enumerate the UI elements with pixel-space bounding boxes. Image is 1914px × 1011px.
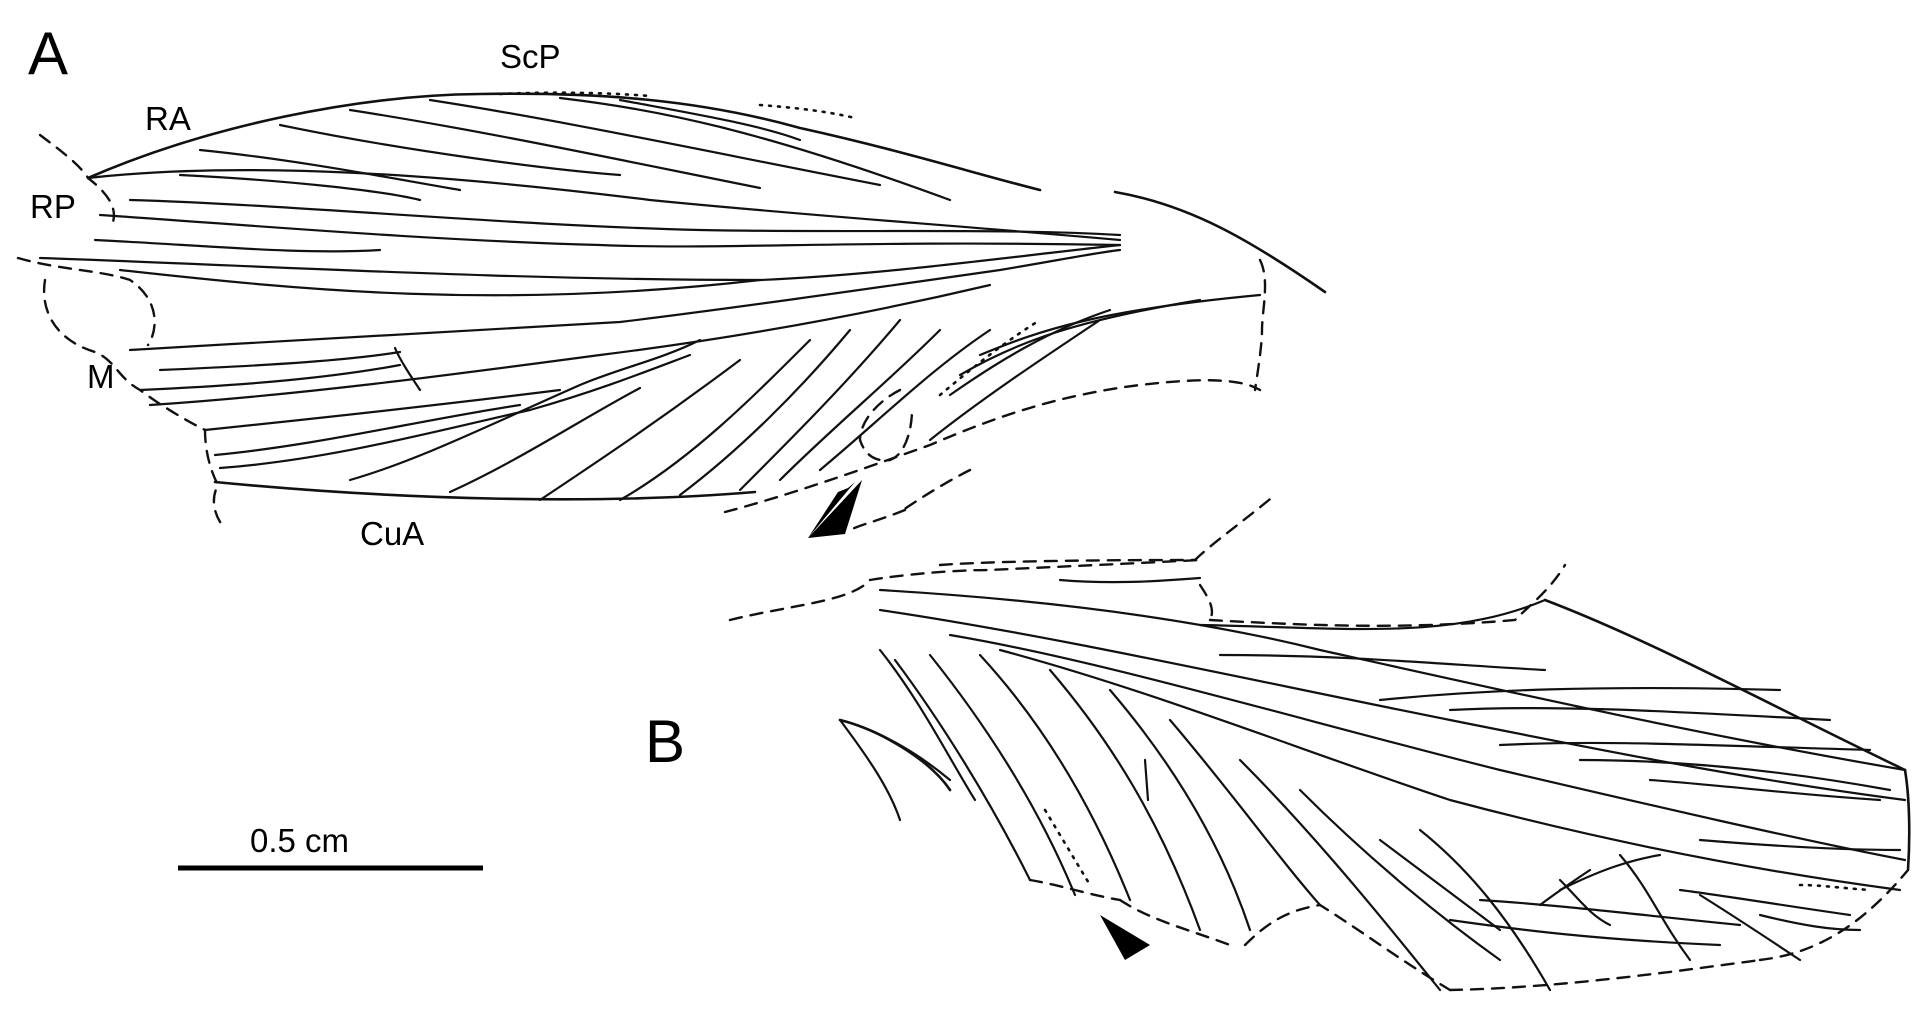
scale-bar-label: 0.5 cm: [250, 822, 349, 859]
panel-a-wing-outline: [16, 91, 1327, 532]
arrowhead-marker-a: [808, 482, 855, 538]
scale-bar: 0.5 cm: [178, 822, 483, 871]
panel-a: A: [16, 20, 1327, 552]
panel-b-letter: B: [645, 708, 685, 775]
arrowhead-marker-b: [1100, 915, 1150, 960]
panel-b-veins: [838, 576, 1907, 992]
vein-label-scp: ScP: [500, 38, 561, 75]
vein-label-ra: RA: [145, 100, 191, 137]
panel-a-letter: A: [28, 20, 68, 87]
panel-a-veins: [38, 96, 1262, 502]
panel-b-wing-outline: [728, 493, 1911, 992]
vein-label-rp: RP: [30, 188, 76, 225]
vein-label-m: M: [87, 358, 115, 395]
panel-b: B: [645, 493, 1911, 992]
vein-label-cua: CuA: [360, 515, 424, 552]
arrowhead-marker-a-shape: [808, 480, 862, 538]
